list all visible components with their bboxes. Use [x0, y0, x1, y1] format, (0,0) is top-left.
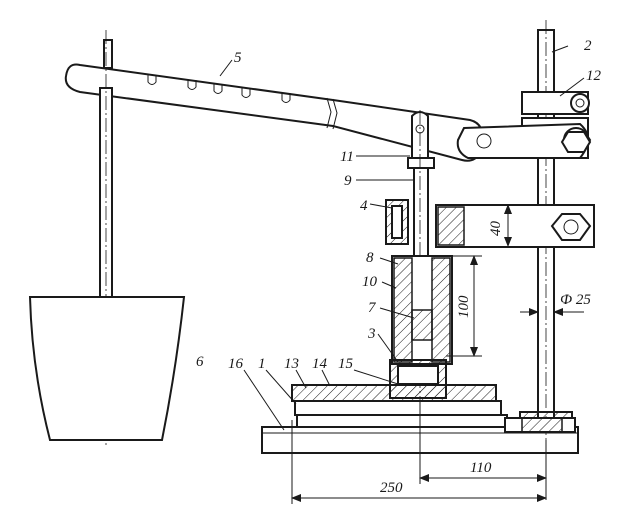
label-part-10: 10	[362, 274, 378, 290]
dimension-labels: 40 100 Ф 25 110 250	[380, 221, 591, 497]
label-part-2: 2	[584, 38, 592, 54]
label-part-1: 1	[258, 356, 266, 372]
label-part-4: 4	[360, 198, 368, 214]
weight-bucket	[28, 30, 186, 445]
label-part-8: 8	[366, 250, 374, 266]
dimension-250: 250	[380, 480, 403, 496]
label-part-12: 12	[586, 68, 602, 84]
guide-bracket	[385, 199, 595, 248]
die-sleeve	[391, 255, 453, 365]
label-part-6: 6	[196, 354, 204, 370]
label-part-3: 3	[367, 326, 376, 342]
dimension-phi-25: Ф 25	[560, 292, 591, 308]
leader-lines	[219, 45, 585, 431]
label-part-7: 7	[368, 300, 377, 316]
label-part-15: 15	[338, 356, 354, 372]
work-holder	[389, 359, 447, 399]
dimension-40: 40	[488, 221, 504, 237]
label-part-13: 13	[284, 356, 299, 372]
label-part-5: 5	[234, 50, 242, 66]
label-part-16: 16	[228, 356, 244, 372]
part-labels: 2 12 5 11 9 4 8 10 7 3 16 1 13 14 15 6	[196, 38, 602, 372]
dimension-lines	[291, 204, 584, 504]
label-part-11: 11	[340, 149, 354, 165]
label-part-9: 9	[344, 173, 352, 189]
label-part-14: 14	[312, 356, 328, 372]
dimension-110: 110	[470, 460, 492, 476]
dimension-100: 100	[456, 295, 472, 318]
lever	[64, 63, 592, 162]
